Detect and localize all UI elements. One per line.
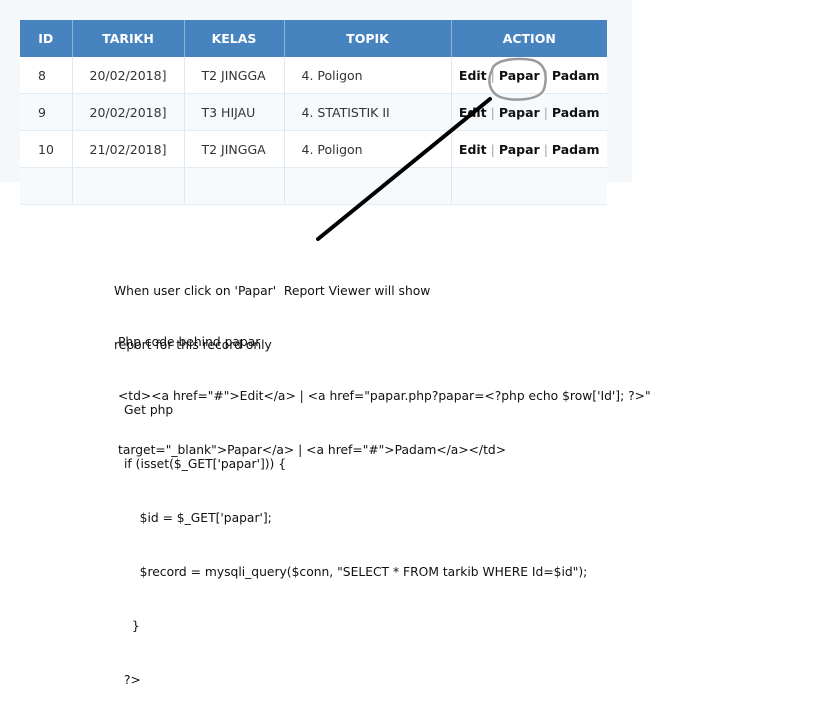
cell-topik: 4. STATISTIK II — [284, 93, 452, 131]
action-separator: | — [543, 104, 548, 120]
cell-topik: 4. Poligon — [284, 130, 452, 168]
records-table: ID TARIKH KELAS TOPIK ACTION 8 20/02/201… — [20, 20, 607, 205]
code-line: target="_blank">Papar</a> | <a href="#">… — [118, 443, 506, 457]
edit-link[interactable]: Edit — [458, 141, 487, 157]
table-header-row: ID TARIKH KELAS TOPIK ACTION — [20, 20, 607, 57]
padam-link[interactable]: Padam — [551, 104, 600, 120]
annotation-text-line: When user click on 'Papar' Report Viewer… — [114, 284, 431, 298]
code-snippet-get: Get php if (isset($_GET['papar'])) { $id… — [124, 365, 587, 707]
cell-empty — [451, 167, 607, 205]
cell-id: 10 — [20, 130, 73, 168]
code-snippet-papar: Php code behind papar <td><a href="#">Ed… — [118, 297, 651, 477]
cell-tarikh: 21/02/2018] — [72, 130, 185, 168]
code-line: Php code behind papar — [118, 335, 261, 349]
annotation-description: When user click on 'Papar' Report Viewer… — [114, 246, 474, 372]
edit-link[interactable]: Edit — [458, 104, 487, 120]
column-header-topik[interactable]: TOPIK — [284, 20, 452, 57]
table-row: 8 20/02/2018] T2 JINGGA 4. Poligon Edit|… — [20, 57, 607, 94]
column-header-tarikh[interactable]: TARIKH — [72, 20, 185, 57]
code-line: } — [124, 619, 140, 633]
cell-kelas: T3 HIJAU — [184, 93, 285, 131]
padam-link[interactable]: Padam — [551, 67, 600, 83]
papar-link[interactable]: Papar — [498, 104, 540, 120]
cell-empty — [184, 167, 285, 205]
code-line: Get php — [124, 403, 174, 417]
code-line: ?> — [124, 673, 141, 687]
table-row: 10 21/02/2018] T2 JINGGA 4. Poligon Edit… — [20, 130, 607, 168]
column-header-action: ACTION — [451, 20, 607, 57]
cell-action: Edit|Papar|Padam — [451, 130, 607, 168]
cell-empty — [72, 167, 185, 205]
action-separator: | — [490, 141, 495, 157]
padam-link[interactable]: Padam — [551, 141, 600, 157]
cell-topik: 4. Poligon — [284, 57, 452, 94]
action-separator: | — [490, 104, 495, 120]
cell-empty — [284, 167, 452, 205]
cell-tarikh: 20/02/2018] — [72, 93, 185, 131]
code-line: $id = $_GET['papar']; — [124, 511, 272, 525]
papar-link[interactable]: Papar — [498, 67, 540, 83]
code-line: if (isset($_GET['papar'])) { — [124, 457, 287, 471]
action-separator: | — [543, 67, 548, 83]
cell-action: Edit|Papar|Padam — [451, 93, 607, 131]
cell-kelas: T2 JINGGA — [184, 130, 285, 168]
action-separator: | — [543, 141, 548, 157]
code-line: $record = mysqli_query($conn, "SELECT * … — [124, 565, 588, 579]
edit-link[interactable]: Edit — [458, 67, 487, 83]
table-row-partial — [20, 167, 607, 205]
cell-id: 8 — [20, 57, 73, 94]
column-header-id[interactable]: ID — [20, 20, 73, 57]
cell-id: 9 — [20, 93, 73, 131]
cell-action: Edit|Papar|Padam — [451, 57, 607, 94]
papar-link[interactable]: Papar — [498, 141, 540, 157]
cell-tarikh: 20/02/2018] — [72, 57, 185, 94]
annotation-text-line: report for this record only — [114, 338, 272, 352]
action-separator: | — [490, 67, 495, 83]
cell-empty — [20, 167, 73, 205]
table-row: 9 20/02/2018] T3 HIJAU 4. STATISTIK II E… — [20, 93, 607, 131]
cell-kelas: T2 JINGGA — [184, 57, 285, 94]
column-header-kelas[interactable]: KELAS — [184, 20, 285, 57]
code-line: <td><a href="#">Edit</a> | <a href="papa… — [118, 389, 651, 403]
